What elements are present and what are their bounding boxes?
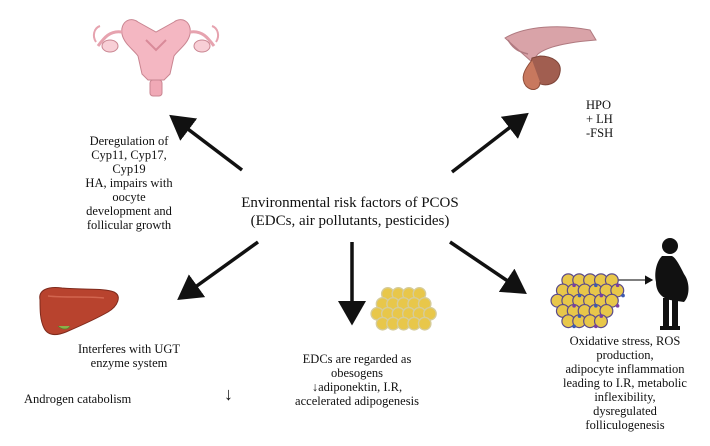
- immune-cell: [599, 314, 604, 318]
- immune-cell: [615, 304, 620, 308]
- liver-effects-text: Interferes with UGT enzyme system: [44, 342, 214, 370]
- stress-line: folliculogenesis: [585, 418, 665, 432]
- ovary-line: HA, impairs with: [85, 176, 173, 190]
- androgen-text: Androgen catabolism: [24, 392, 132, 406]
- immune-cell: [599, 293, 604, 298]
- immune-cell: [572, 304, 576, 308]
- immune-cell: [621, 293, 625, 298]
- uterus-icon: [92, 19, 220, 97]
- central-heading-line2: (EDCs, air pollutants, pesticides): [250, 213, 450, 229]
- decrease-arrow-icon: ↓: [311, 380, 319, 394]
- stress-line: adipocyte inflammation: [565, 362, 685, 376]
- immune-cell: [577, 293, 582, 298]
- stress-effects-text: Oxidative stress, ROS production, adipoc…: [540, 334, 710, 432]
- ovary-effects-text: Deregulation of Cyp11, Cyp17, Cyp19 HA, …: [44, 134, 214, 232]
- obese-person-icon: [655, 238, 689, 330]
- immune-cell: [594, 324, 598, 329]
- hpo-line: + LH: [586, 112, 613, 126]
- fat-line: EDCs are regarded as: [302, 352, 412, 366]
- hpo-line: HPO: [586, 98, 612, 112]
- stress-line: Oxidative stress, ROS: [569, 334, 681, 348]
- ovary-line: Cyp11, Cyp17,: [91, 148, 167, 162]
- liver-icon: [39, 287, 119, 336]
- ovary-line: Deregulation of: [89, 134, 169, 148]
- ovary-line: Cyp19: [112, 162, 146, 176]
- ovary-line: oocyte: [112, 190, 146, 204]
- ovary-line: development and: [86, 204, 172, 218]
- immune-cell: [572, 283, 576, 288]
- stress-line: production,: [596, 348, 654, 362]
- central-heading: Environmental risk factors of PCOS (EDCs…: [205, 194, 495, 230]
- stress-line: inflexibility,: [594, 390, 656, 404]
- immune-cell: [577, 314, 582, 318]
- immune-cell: [594, 283, 598, 288]
- immune-cell: [572, 324, 576, 329]
- liver-line: enzyme system: [90, 356, 168, 370]
- arrow-to-ovary: [169, 114, 244, 172]
- fat-effects-text: EDCs are regarded as obesogens ↓adiponek…: [272, 352, 442, 408]
- fat-cell: [417, 316, 432, 331]
- pituitary-icon: [504, 26, 597, 90]
- arrow-to-pituitary: [450, 112, 529, 174]
- inflamed-fat-cells-icon: [550, 273, 625, 329]
- fat-cells-icon: [370, 287, 437, 331]
- fat-line: accelerated adipogenesis: [295, 394, 419, 408]
- fat-line: obesogens: [330, 366, 384, 380]
- central-heading-line1: Environmental risk factors of PCOS: [241, 195, 459, 211]
- stress-line: dysregulated: [593, 404, 657, 418]
- arrow-to-liver: [177, 240, 260, 301]
- liver-line: Interferes with UGT: [77, 342, 181, 356]
- hpo-effects-text: HPO + LH -FSH: [586, 98, 666, 140]
- hpo-line: -FSH: [586, 126, 614, 140]
- decrease-arrow-icon: ↓: [224, 384, 233, 404]
- stress-line: leading to I.R, metabolic: [563, 376, 687, 390]
- immune-cell: [615, 283, 620, 288]
- arrow-to-inflamed-fat: [449, 240, 527, 294]
- ovary-line: follicular growth: [86, 218, 172, 232]
- immune-cell: [594, 304, 598, 308]
- fat-line-3: ↓adiponektin, I.R,: [311, 380, 403, 394]
